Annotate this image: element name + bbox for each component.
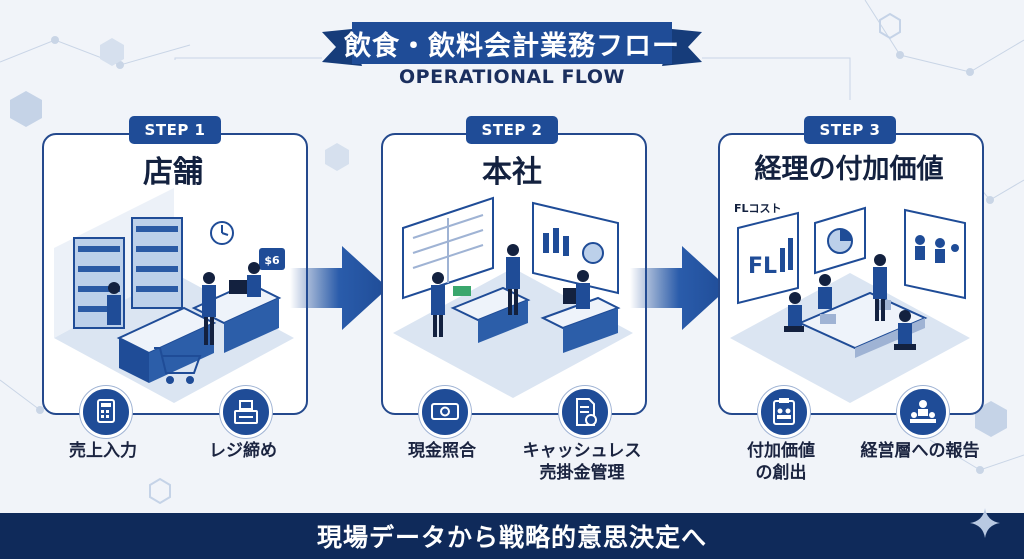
bottom-banner: 現場データから戦略的意思決定へ bbox=[0, 513, 1024, 559]
task-value-creation-label-line1: 付加価値 bbox=[747, 441, 815, 461]
page-subtitle: OPERATIONAL FLOW bbox=[399, 66, 625, 88]
price-tag bbox=[259, 248, 285, 270]
step3-badge: STEP 3 bbox=[804, 116, 896, 144]
headquarters-illustration bbox=[393, 196, 633, 398]
document-check-icon bbox=[576, 398, 597, 426]
banner-text: 現場データから戦略的意思決定へ bbox=[316, 523, 707, 552]
sparkle-icon bbox=[970, 508, 1000, 538]
step1-badge: STEP 1 bbox=[129, 116, 221, 144]
task-cashless-label-line1: キャッシュレス bbox=[522, 441, 642, 461]
task-report-circle bbox=[897, 386, 949, 438]
flow-arrow-2 bbox=[630, 246, 728, 330]
price-tag-text: $6 bbox=[264, 254, 280, 267]
accounting-meeting-illustration: FLコスト FL bbox=[730, 202, 970, 403]
task-value-creation-circle bbox=[758, 386, 810, 438]
task-cashless-label: キャッシュレス 売掛金管理 bbox=[510, 440, 654, 484]
task-sales-input-circle bbox=[80, 386, 132, 438]
task-register-close-label: レジ締め bbox=[209, 441, 277, 461]
store-illustration: $6 bbox=[54, 188, 294, 403]
step1-title: 店舗 bbox=[143, 155, 203, 190]
flow-arrow-1 bbox=[290, 246, 388, 330]
title-ribbon bbox=[322, 22, 702, 66]
clipboard-people-icon bbox=[773, 398, 795, 425]
banknote-icon bbox=[431, 403, 459, 420]
cash-register-icon bbox=[234, 400, 258, 424]
product-shelves bbox=[73, 217, 183, 329]
task-cashless-label-line2: 売掛金管理 bbox=[539, 463, 625, 483]
task-sales-input-label: 売上入力 bbox=[69, 441, 137, 461]
task-cash-reconcile-label: 現金照合 bbox=[408, 441, 476, 461]
board-caption: FLコスト bbox=[734, 202, 782, 215]
task-register-close-circle bbox=[220, 386, 272, 438]
people-presentation-icon bbox=[910, 400, 936, 423]
task-cash-reconcile-circle bbox=[419, 386, 471, 438]
task-value-creation-label: 付加価値 の創出 bbox=[731, 440, 831, 484]
board-letters: FL bbox=[748, 254, 777, 279]
task-value-creation-label-line2: の創出 bbox=[755, 463, 807, 483]
shopping-cart-icon bbox=[154, 347, 202, 384]
step2-badge: STEP 2 bbox=[466, 116, 558, 144]
calculator-icon bbox=[97, 399, 115, 423]
step2-title: 本社 bbox=[482, 155, 542, 190]
task-cashless-circle bbox=[559, 386, 611, 438]
page-title: 飲食・飲料会計業務フロー bbox=[344, 30, 680, 62]
task-report-label: 経営層への報告 bbox=[860, 441, 980, 461]
step3-title: 経理の付加価値 bbox=[754, 154, 944, 185]
